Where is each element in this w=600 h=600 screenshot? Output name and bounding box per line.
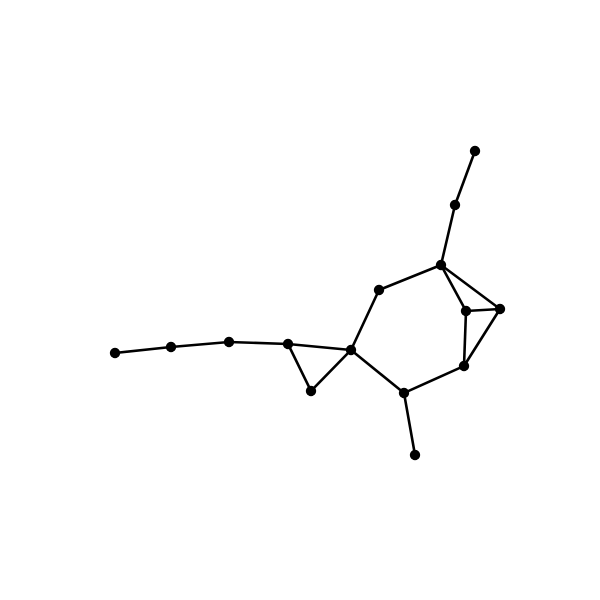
graph-edge-n8-n16	[402, 391, 417, 457]
graph-edge-n5-n6	[309, 348, 353, 393]
graph-edge-n12-n13	[464, 307, 502, 313]
graph-node-n2	[165, 341, 177, 353]
graph-edge-n8-n15	[402, 364, 466, 395]
graph-node-n5	[305, 385, 317, 397]
graph-node-n13	[494, 303, 506, 315]
graph-node-n10	[449, 199, 461, 211]
graph-edge-n13-n14	[462, 307, 502, 368]
graph-edge-n12-n14	[462, 309, 468, 368]
node-layer	[109, 145, 506, 461]
graph-edge-n6-n8	[349, 348, 406, 395]
graph-node-n4	[282, 338, 294, 350]
graph-edge-n9-n13	[439, 263, 502, 311]
graph-edge-n4-n6	[286, 342, 353, 352]
edge-layer	[113, 149, 502, 457]
graph-edge-n7-n9	[377, 263, 443, 292]
graph-node-n11	[469, 145, 481, 157]
graph-edge-n3-n4	[227, 340, 290, 346]
graph-edge-n4-n5	[286, 342, 313, 393]
graph-node-n6	[345, 344, 357, 356]
graph-node-n9	[435, 259, 447, 271]
graph-node-n14	[458, 360, 470, 372]
graph-edge-n9-n10	[439, 203, 457, 267]
graph-edge-n9-n12	[439, 263, 468, 313]
graph-node-n3	[223, 336, 235, 348]
graph-edge-n10-n11	[453, 149, 477, 207]
graph-node-n7	[373, 284, 385, 296]
graph-node-n8	[398, 387, 410, 399]
graph-node-n12	[460, 305, 472, 317]
graph-edge-n2-n3	[169, 340, 231, 349]
graph-node-n16	[409, 449, 421, 461]
graph-edge-n1-n2	[113, 345, 173, 355]
graph-node-n1	[109, 347, 121, 359]
graph-edge-n6-n7	[349, 288, 381, 352]
